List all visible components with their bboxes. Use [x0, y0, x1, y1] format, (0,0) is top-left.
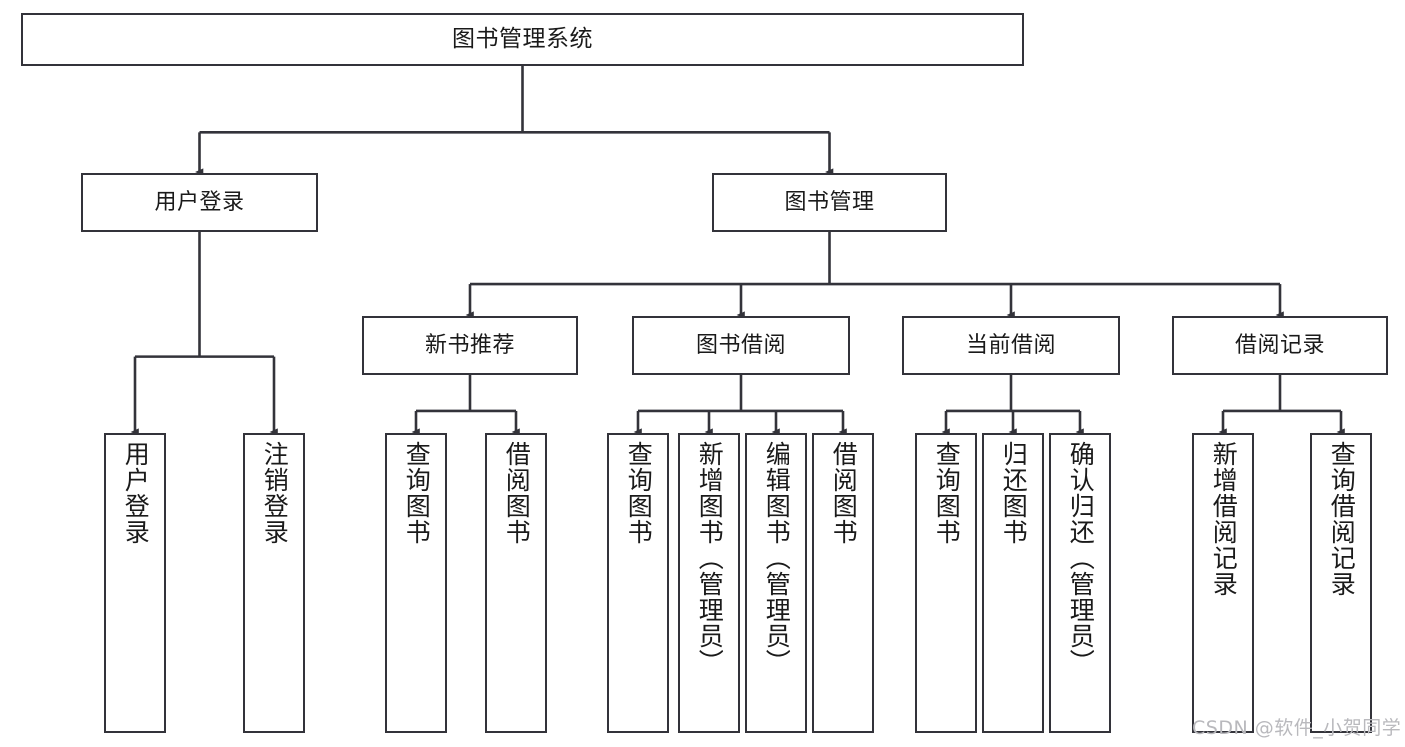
node-current-borrow[interactable]: 当前借阅 [902, 316, 1120, 375]
node-leaf-user-login-label: 用户登录 [121, 441, 151, 545]
node-new-book-recommend-label: 新书推荐 [424, 332, 515, 358]
node-new-book-recommend[interactable]: 新书推荐 [362, 316, 578, 375]
node-borrow-record-label: 借阅记录 [1234, 332, 1325, 358]
node-leaf-query-borrow-record-label: 查询借阅记录 [1327, 441, 1357, 597]
node-book-borrow-label: 图书借阅 [695, 332, 786, 358]
node-leaf-add-book-label: 新增图书（管理员） [695, 441, 725, 675]
node-book-borrow[interactable]: 图书借阅 [632, 316, 850, 375]
node-user-login[interactable]: 用户登录 [81, 173, 318, 232]
node-leaf-logout-label: 注销登录 [260, 441, 290, 545]
node-leaf-confirm-return[interactable]: 确认归还（管理员） [1049, 433, 1111, 733]
node-root-label: 图书管理系统 [452, 25, 593, 52]
node-borrow-record[interactable]: 借阅记录 [1172, 316, 1388, 375]
node-leaf-query-book-current-label: 查询图书 [932, 441, 962, 545]
node-leaf-query-book-borrow-label: 查询图书 [624, 441, 654, 545]
node-leaf-borrow-book-label: 借阅图书 [829, 441, 859, 545]
node-leaf-query-book-recommend-label: 查询图书 [402, 441, 432, 545]
node-book-management[interactable]: 图书管理 [712, 173, 947, 232]
node-leaf-query-book-borrow[interactable]: 查询图书 [607, 433, 669, 733]
node-root[interactable]: 图书管理系统 [21, 13, 1024, 66]
node-leaf-add-borrow-record-label: 新增借阅记录 [1209, 441, 1239, 597]
node-leaf-borrow-book[interactable]: 借阅图书 [812, 433, 874, 733]
node-leaf-query-book-recommend[interactable]: 查询图书 [385, 433, 447, 733]
node-leaf-user-login[interactable]: 用户登录 [104, 433, 166, 733]
watermark: CSDN @软件_小贺同学 [1192, 717, 1402, 739]
node-leaf-query-book-current[interactable]: 查询图书 [915, 433, 977, 733]
node-leaf-borrow-book-recommend-label: 借阅图书 [502, 441, 532, 545]
node-leaf-edit-book[interactable]: 编辑图书（管理员） [745, 433, 807, 733]
node-leaf-return-book[interactable]: 归还图书 [982, 433, 1044, 733]
node-leaf-add-borrow-record[interactable]: 新增借阅记录 [1192, 433, 1254, 733]
node-book-management-label: 图书管理 [784, 189, 875, 215]
node-current-borrow-label: 当前借阅 [965, 332, 1056, 358]
node-leaf-borrow-book-recommend[interactable]: 借阅图书 [485, 433, 547, 733]
node-leaf-add-book[interactable]: 新增图书（管理员） [678, 433, 740, 733]
node-leaf-edit-book-label: 编辑图书（管理员） [762, 441, 792, 675]
node-user-login-label: 用户登录 [154, 189, 245, 215]
node-leaf-logout[interactable]: 注销登录 [243, 433, 305, 733]
node-leaf-query-borrow-record[interactable]: 查询借阅记录 [1310, 433, 1372, 733]
node-leaf-confirm-return-label: 确认归还（管理员） [1066, 441, 1096, 675]
node-leaf-return-book-label: 归还图书 [999, 441, 1029, 545]
